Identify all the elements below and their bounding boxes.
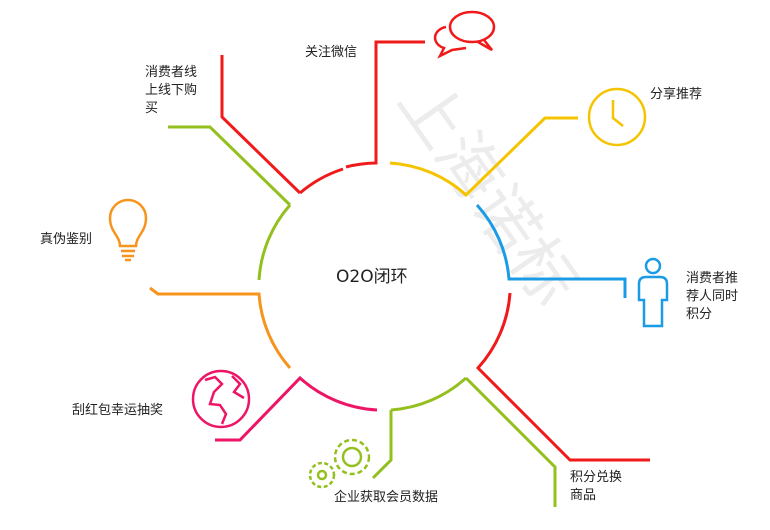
node-label-member-data: 企业获取会员数据 xyxy=(334,490,439,505)
node-label-share: 分享推荐 xyxy=(650,87,703,102)
connector-green-topleft xyxy=(168,125,292,281)
connector-red-right xyxy=(475,292,650,462)
node-label-online-offline: 消费者线 上线下购 买 xyxy=(145,65,198,116)
node-label-redeem: 积分兑换 商品 xyxy=(570,470,623,503)
connector-red-weixin xyxy=(345,40,425,169)
node-label-lottery: 刮红包幸运抽奖 xyxy=(72,403,164,418)
lightbulb-icon xyxy=(108,198,148,262)
node-label-referrer-points: 消费者推 荐人同时 积分 xyxy=(686,271,739,322)
chat-bubbles-icon xyxy=(433,10,496,59)
connector-red-topleft xyxy=(220,55,344,195)
node-label-weixin: 关注微信 xyxy=(305,45,358,60)
clock-icon xyxy=(587,87,647,147)
diagram-title: O2O闭环 xyxy=(336,267,408,287)
gears-icon xyxy=(308,438,371,489)
person-icon xyxy=(637,257,669,328)
connector-pink xyxy=(215,375,378,442)
connector-green-right xyxy=(390,376,557,507)
node-label-authenticity: 真伪鉴别 xyxy=(40,232,93,247)
connector-blue xyxy=(475,203,627,298)
connector-green-gears xyxy=(371,410,393,480)
globe-icon xyxy=(191,369,251,429)
connector-yellow xyxy=(389,116,578,198)
connector-orange xyxy=(149,286,292,369)
